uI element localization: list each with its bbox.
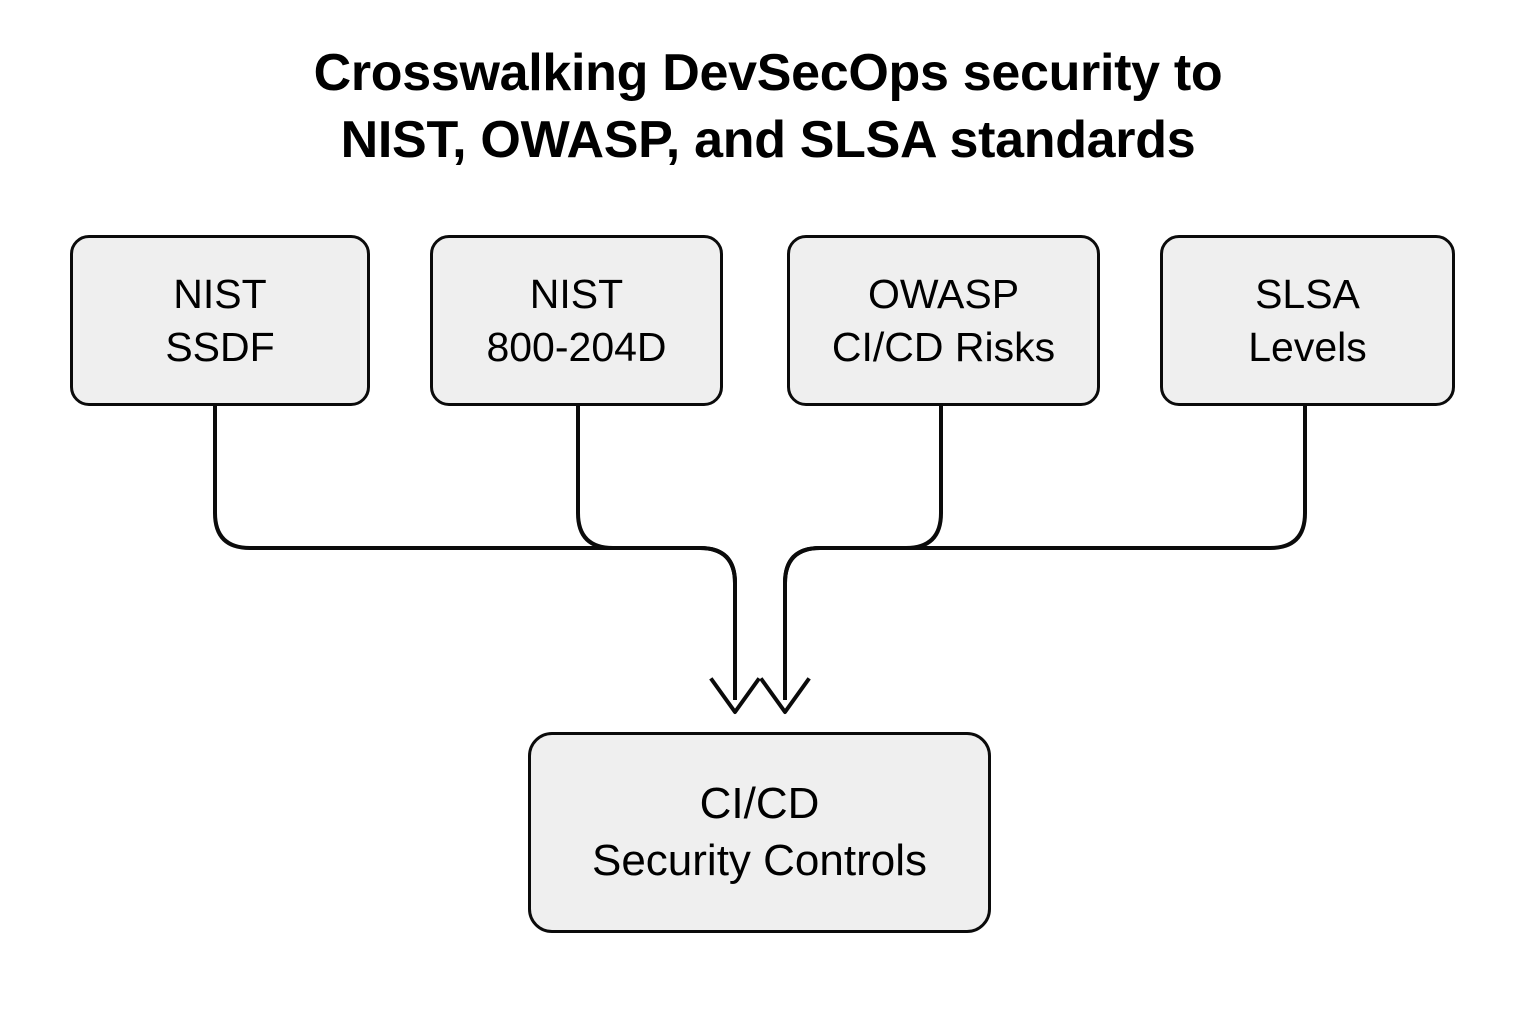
edge-nist-ssdf-to-controls [213, 405, 737, 700]
node-label-nist-800-204d: NIST 800-204D [486, 271, 667, 370]
node-label-cicd-security-controls: CI/CD Security Controls [591, 779, 927, 885]
edge-nist-800-204d-to-controls [576, 405, 737, 700]
arrowhead-left [709, 677, 761, 714]
node-label-owasp-cicd-risks: OWASP CI/CD Risks [831, 271, 1056, 370]
node-cicd-security-controls[interactable]: CI/CD Security Controls [528, 732, 991, 933]
node-owasp-cicd-risks[interactable]: OWASP CI/CD Risks [787, 235, 1100, 406]
node-nist-ssdf[interactable]: NIST SSDF [70, 235, 370, 406]
edge-slsa-to-controls [783, 405, 1307, 700]
node-nist-800-204d[interactable]: NIST 800-204D [430, 235, 723, 406]
edge-owasp-to-controls [783, 405, 943, 700]
node-label-nist-ssdf: NIST SSDF [165, 271, 275, 370]
page-title: Crosswalking DevSecOps security to NIST,… [313, 44, 1223, 169]
node-slsa-levels[interactable]: SLSA Levels [1160, 235, 1455, 406]
node-label-slsa-levels: SLSA Levels [1248, 271, 1367, 370]
arrowhead-right [759, 677, 811, 714]
